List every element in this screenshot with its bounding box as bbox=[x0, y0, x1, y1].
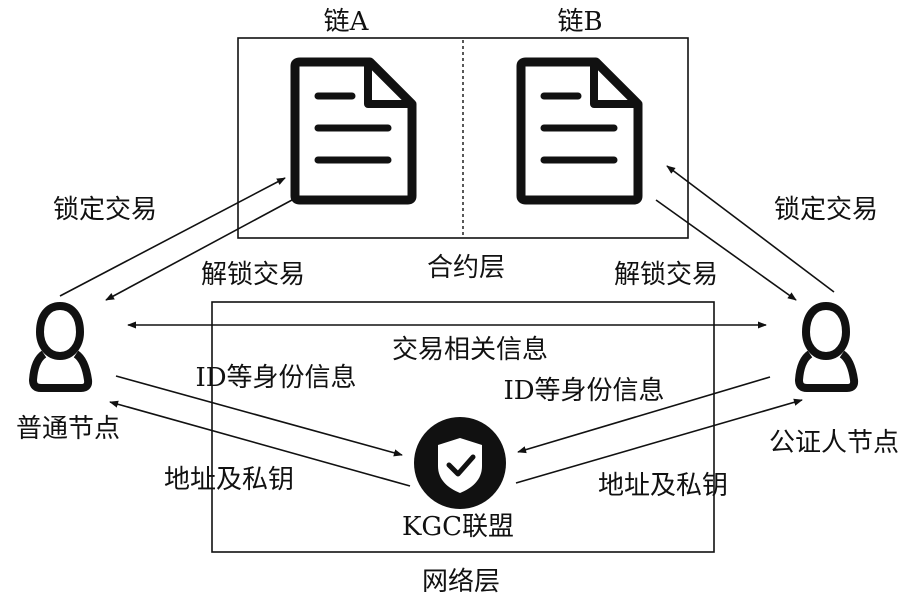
arrow-left-unlock bbox=[105, 199, 293, 301]
arrow-right-unlock bbox=[655, 199, 797, 301]
chain-b-label: 链B bbox=[557, 7, 602, 37]
left-unlock-label: 解锁交易 bbox=[201, 260, 305, 290]
right-lock-label: 锁定交易 bbox=[774, 195, 878, 225]
ordinary-node-label: 普通节点 bbox=[16, 414, 120, 444]
tx-info-label: 交易相关信息 bbox=[392, 335, 548, 365]
document-icon bbox=[516, 57, 643, 205]
right-addr-label: 地址及私钥 bbox=[598, 471, 728, 501]
arrow-left-id bbox=[115, 375, 403, 457]
contract-layer-box bbox=[237, 37, 689, 239]
arrow-left-addr bbox=[109, 400, 411, 487]
right-id-label: ID等身份信息 bbox=[503, 376, 664, 406]
arrow-right-id bbox=[517, 376, 771, 454]
network-layer-label: 网络层 bbox=[422, 567, 500, 597]
document-icon bbox=[290, 57, 417, 205]
right-unlock-label: 解锁交易 bbox=[614, 260, 718, 290]
left-addr-label: 地址及私钥 bbox=[164, 465, 294, 495]
kgc-label: KGC联盟 bbox=[402, 512, 514, 542]
network-layer-box bbox=[211, 301, 715, 553]
shield-check-icon bbox=[414, 417, 506, 509]
contract-layer-label: 合约层 bbox=[427, 253, 505, 283]
left-lock-label: 锁定交易 bbox=[53, 195, 157, 225]
arrow-right-lock bbox=[666, 165, 835, 293]
arrow-left-lock bbox=[59, 177, 286, 297]
user-icon bbox=[795, 301, 859, 392]
left-id-label: ID等身份信息 bbox=[195, 363, 356, 393]
notary-node-label: 公证人节点 bbox=[769, 428, 899, 458]
chain-a-label: 链A bbox=[324, 7, 370, 37]
user-icon bbox=[29, 301, 93, 392]
arrow-right-addr bbox=[515, 398, 803, 484]
